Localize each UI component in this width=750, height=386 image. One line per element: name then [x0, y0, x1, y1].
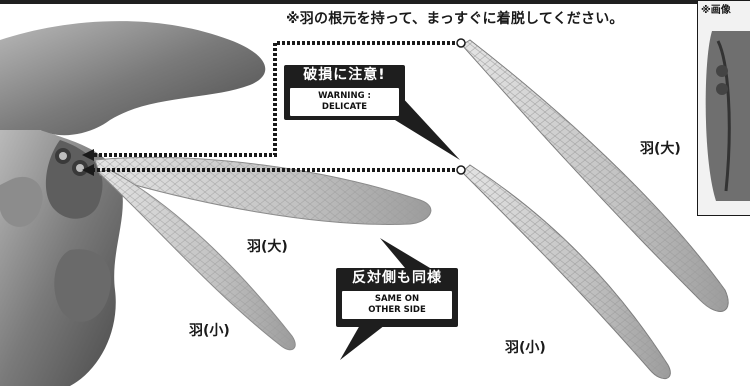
inset-image: ※画像 — [697, 0, 750, 216]
warning-callout: 破損に注意! WARNING : DELICATE — [284, 65, 405, 120]
warning-title: 破損に注意! — [303, 67, 386, 83]
wing-small-attached — [96, 169, 296, 351]
callout-pointer — [340, 325, 385, 360]
robot-figure — [0, 21, 266, 386]
warning-english-line1: WARNING : — [318, 91, 371, 101]
wing-large-attached — [94, 156, 432, 225]
arrow-head-icon — [82, 164, 94, 176]
same-side-english: SAME ON OTHER SIDE — [342, 291, 452, 319]
same-side-title: 反対側も同様 — [352, 270, 442, 286]
warning-english-line2: DELICATE — [321, 102, 368, 112]
inset-artwork — [705, 31, 750, 201]
top-instruction-note: ※羽の根元を持って、まっすぐに着脱してください。 — [286, 11, 624, 27]
pin-point-icon — [456, 165, 466, 175]
wing-large-label-mid: 羽(大) — [247, 239, 288, 255]
pin-point-icon — [456, 38, 466, 48]
callout-pointer — [395, 95, 460, 160]
same-side-english-line1: SAME ON — [374, 294, 420, 304]
same-side-english-line2: OTHER SIDE — [368, 305, 426, 315]
wing-small-label-bottom: 羽(小) — [505, 340, 546, 356]
inset-caption: ※画像 — [701, 5, 731, 16]
wing-large-detached — [461, 39, 729, 312]
same-side-callout: 反対側も同様 SAME ON OTHER SIDE — [336, 268, 458, 327]
dotted-arrow-icon — [90, 41, 460, 172]
top-rule — [0, 0, 750, 4]
wing-large-label-right: 羽(大) — [640, 141, 681, 157]
wing-small-label-left: 羽(小) — [189, 323, 230, 339]
callout-pointer — [380, 238, 430, 268]
warning-english: WARNING : DELICATE — [290, 88, 399, 116]
wing-small-detached — [461, 164, 671, 380]
arrow-head-icon — [82, 149, 94, 161]
